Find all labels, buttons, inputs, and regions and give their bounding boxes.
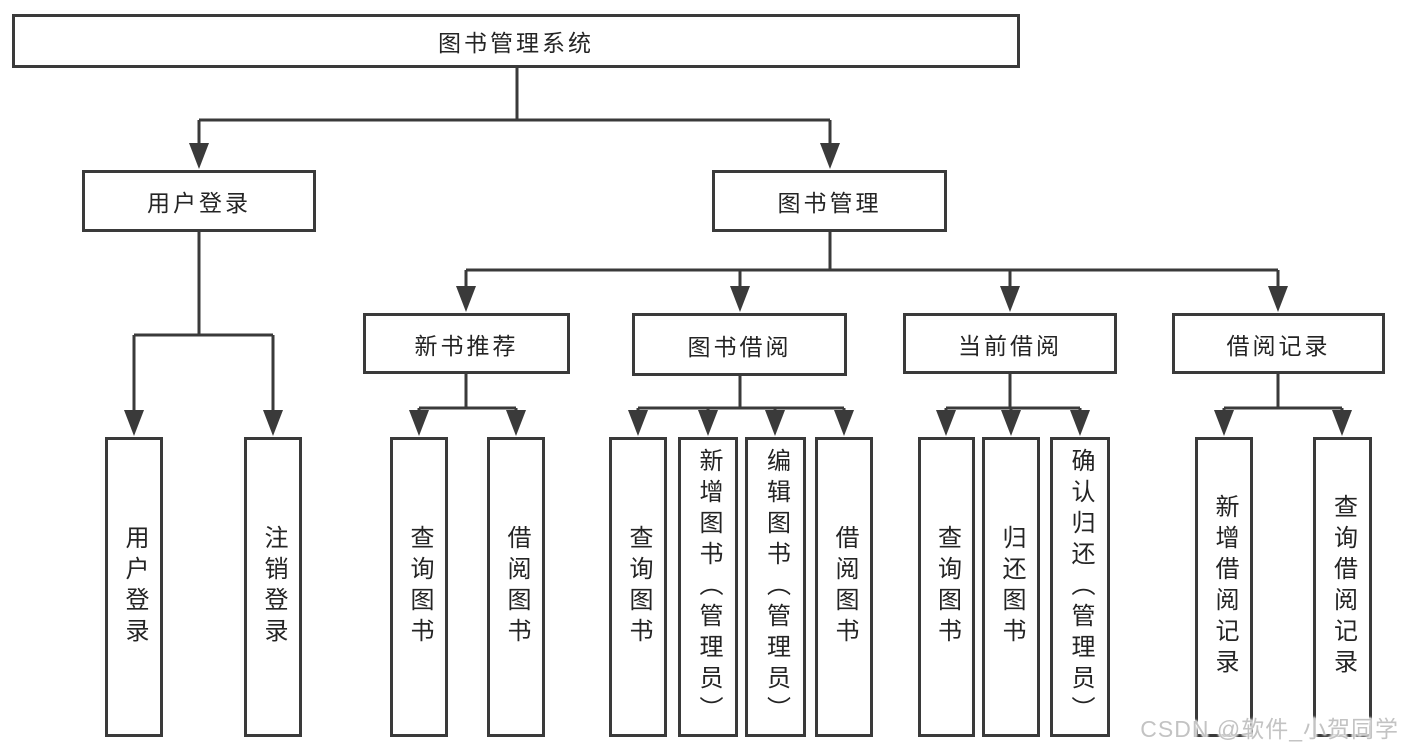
- node-book-borrow: 图书借阅: [632, 313, 847, 376]
- node-new-book-recommend-label: 新书推荐: [414, 332, 519, 359]
- leaf-bb-borrow-books-label: 借阅图书: [831, 525, 858, 649]
- leaf-cb-query-books-label: 查询图书: [933, 525, 961, 649]
- leaf-logout: 注销登录: [244, 437, 302, 737]
- arrow-down-icon: [1000, 286, 1020, 312]
- arrowheads: [124, 143, 1352, 436]
- arrow-down-icon: [820, 143, 840, 169]
- arrow-down-icon: [936, 410, 956, 436]
- edge-book-mgmt-to-level3: [464, 232, 1280, 290]
- arrow-down-icon: [628, 410, 648, 436]
- watermark: CSDN @软件_小贺同学: [1140, 716, 1399, 742]
- leaf-bb-query-books-label: 查询图书: [625, 525, 652, 649]
- leaf-user-login: 用户登录: [105, 437, 163, 737]
- leaf-bb-add-books-admin: 新增图书（管理员）: [678, 437, 738, 737]
- arrow-down-icon: [698, 410, 718, 436]
- arrow-down-icon: [1214, 410, 1234, 436]
- arrow-down-icon: [834, 410, 854, 436]
- leaf-cb-confirm-return-admin-label: 确认归还（管理员）: [1067, 447, 1094, 727]
- arrow-down-icon: [765, 410, 785, 436]
- arrow-down-icon: [1332, 410, 1352, 436]
- leaf-bb-borrow-books: 借阅图书: [815, 437, 873, 737]
- node-book-borrow-label: 图书借阅: [687, 333, 792, 360]
- leaf-rec-query-books-label: 查询图书: [406, 525, 433, 649]
- edge-root-to-level2: [197, 68, 832, 147]
- arrow-down-icon: [263, 410, 283, 436]
- leaf-cb-return-books: 归还图书: [982, 437, 1040, 737]
- leaf-bb-edit-books-admin-label: 编辑图书（管理员）: [762, 447, 790, 727]
- leaf-logout-label: 注销登录: [260, 525, 287, 649]
- node-borrow-record-label: 借阅记录: [1226, 332, 1331, 359]
- node-current-borrow: 当前借阅: [903, 313, 1117, 374]
- leaf-rec-query-books: 查询图书: [390, 437, 448, 737]
- leaf-rec-borrow-books-label: 借阅图书: [503, 525, 530, 649]
- arrow-down-icon: [1070, 410, 1090, 436]
- arrow-down-icon: [506, 410, 526, 436]
- leaf-bb-add-books-admin-label: 新增图书（管理员）: [695, 447, 722, 727]
- node-root: 图书管理系统: [12, 14, 1020, 68]
- node-new-book-recommend: 新书推荐: [363, 313, 570, 374]
- edge-borrow-record-to-leaves: [1222, 374, 1344, 414]
- edge-current-borrow-to-leaves: [944, 374, 1082, 414]
- leaf-user-login-label: 用户登录: [121, 525, 148, 649]
- arrow-down-icon: [124, 410, 144, 436]
- leaf-br-add-record-label: 新增借阅记录: [1211, 494, 1238, 680]
- leaf-br-query-record-label: 查询借阅记录: [1329, 494, 1357, 680]
- leaf-bb-query-books: 查询图书: [609, 437, 667, 737]
- leaf-br-query-record: 查询借阅记录: [1313, 437, 1372, 737]
- leaf-rec-borrow-books: 借阅图书: [487, 437, 545, 737]
- arrow-down-icon: [189, 143, 209, 169]
- leaf-cb-return-books-label: 归还图书: [998, 525, 1025, 649]
- edge-book-borrow-to-leaves: [636, 376, 846, 414]
- arrow-down-icon: [1001, 410, 1021, 436]
- leaf-cb-query-books: 查询图书: [918, 437, 975, 737]
- arrow-down-icon: [730, 286, 750, 312]
- node-user-login-label: 用户登录: [147, 190, 251, 216]
- arrow-down-icon: [456, 286, 476, 312]
- node-book-management-label: 图书管理: [777, 190, 882, 216]
- leaf-br-add-record: 新增借阅记录: [1195, 437, 1253, 737]
- edge-user-login-to-leaves: [132, 232, 275, 414]
- leaf-bb-edit-books-admin: 编辑图书（管理员）: [745, 437, 806, 737]
- arrow-down-icon: [1268, 286, 1288, 312]
- leaf-cb-confirm-return-admin: 确认归还（管理员）: [1050, 437, 1110, 737]
- node-current-borrow-label: 当前借阅: [958, 332, 1062, 359]
- edge-new-book-rec-to-leaves: [417, 374, 518, 414]
- node-root-label: 图书管理系统: [438, 30, 594, 56]
- node-borrow-record: 借阅记录: [1172, 313, 1385, 374]
- arrow-down-icon: [409, 410, 429, 436]
- node-user-login: 用户登录: [82, 170, 316, 232]
- node-book-management: 图书管理: [712, 170, 947, 232]
